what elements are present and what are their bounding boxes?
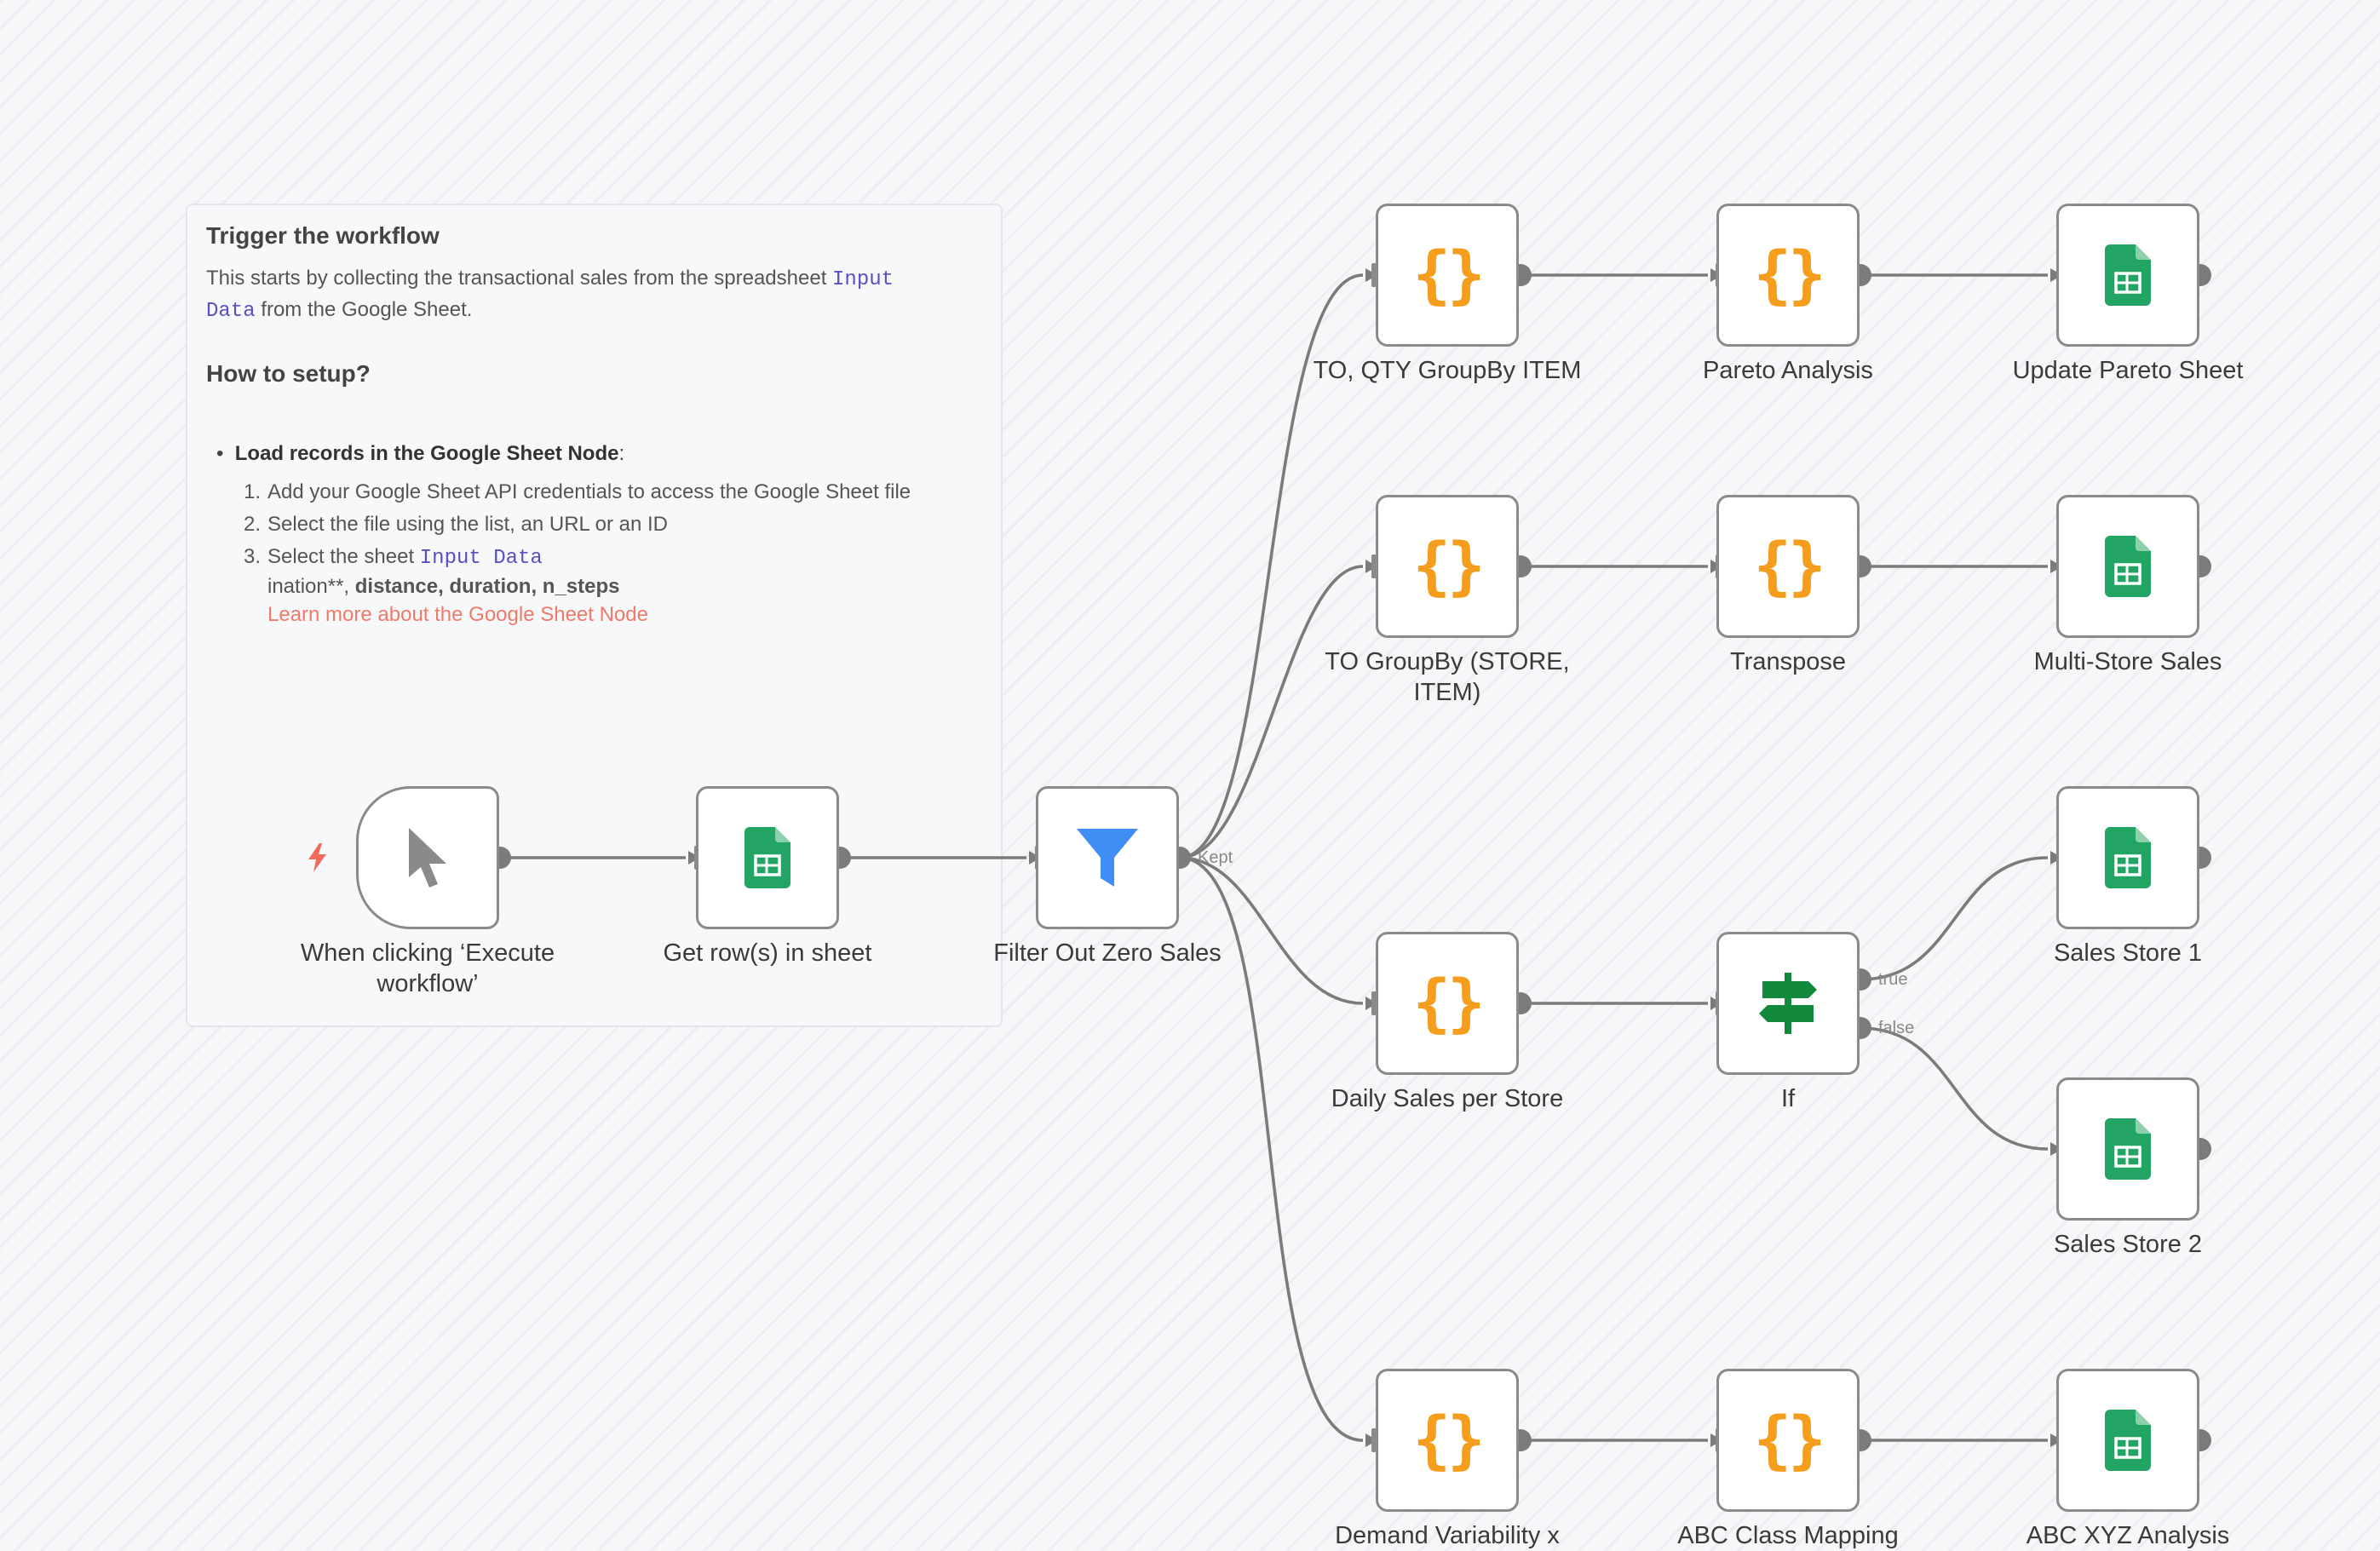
input-port — [1371, 1428, 1377, 1452]
desc-code-2: Data — [206, 300, 256, 323]
setup-heading: How to setup? — [206, 360, 371, 387]
input-port — [1371, 991, 1377, 1015]
node-label: Sales Store 2 — [2053, 1231, 2203, 1258]
curly-braces-icon: {} — [1412, 238, 1485, 312]
bullet-colon: : — [618, 442, 625, 465]
trigger-bolt-icon — [308, 843, 326, 872]
bullet-bold: Load records in the Google Sheet Node — [234, 442, 619, 465]
step-text: Select the file using the list, an URL o… — [267, 513, 669, 536]
google-sheets-icon — [2105, 827, 2151, 888]
node-transpose[interactable]: {} — [1716, 495, 1860, 638]
node-abc-class-mapping[interactable]: {} — [1716, 1369, 1860, 1512]
edge-if-true — [1860, 856, 2049, 981]
handle-label-false: false — [1878, 1019, 1915, 1037]
step-text: Select the sheet — [267, 545, 420, 568]
node-label: TO, QTY GroupBy ITEM — [1313, 357, 1582, 384]
node-label: TO GroupBy (STORE, ITEM) — [1325, 648, 1570, 706]
sticky-description: This starts by collecting the transactio… — [206, 263, 973, 326]
node-daily-sales[interactable]: {} — [1376, 932, 1519, 1075]
setup-step-3: 3.Select the sheet Input Data — [244, 541, 911, 575]
node-trigger[interactable] — [356, 786, 499, 929]
step-number: 1. — [244, 480, 262, 503]
desc-text-2: from the Google Sheet. — [255, 298, 473, 321]
desc-code: Input — [832, 268, 894, 291]
edge-if-false — [1860, 1026, 2049, 1151]
curly-braces-icon: {} — [1753, 238, 1825, 312]
node-label: When clicking ‘Execute workflow’ — [300, 939, 555, 997]
node-get-rows[interactable] — [696, 786, 839, 929]
edge-filter-daily — [1179, 856, 1364, 1005]
node-to-groupby-store-item[interactable]: {} — [1376, 495, 1519, 638]
node-update-pareto-sheet[interactable] — [2056, 204, 2199, 347]
node-sales-store-1[interactable] — [2056, 786, 2199, 929]
node-label: Daily Sales per Store — [1331, 1085, 1564, 1112]
google-sheets-icon — [2105, 1410, 2151, 1471]
google-sheets-icon — [2105, 244, 2151, 306]
step-number: 2. — [244, 513, 262, 536]
edge-filter-demand — [1179, 856, 1364, 1442]
google-sheets-icon — [2105, 536, 2151, 597]
node-label: Multi-Store Sales — [2033, 648, 2222, 675]
node-demand-variability[interactable]: {} — [1376, 1369, 1519, 1512]
node-label: Transpose — [1730, 648, 1846, 675]
node-label: If — [1780, 1085, 1796, 1112]
node-sales-store-2[interactable] — [2056, 1077, 2199, 1221]
node-filter[interactable] — [1036, 786, 1179, 929]
step-code: Input Data — [419, 547, 543, 570]
curly-braces-icon: {} — [1412, 1404, 1485, 1477]
node-label: ABC Class Mapping — [1677, 1522, 1899, 1549]
node-to-qty-groupby[interactable]: {} — [1376, 204, 1519, 347]
node-pareto-analysis[interactable]: {} — [1716, 204, 1860, 347]
curly-braces-icon: {} — [1753, 530, 1825, 603]
filter-icon — [1077, 829, 1138, 887]
handle-label-kept: Kept — [1198, 848, 1233, 867]
node-label: Pareto Analysis — [1703, 357, 1873, 384]
node-label: ABC XYZ Analysis — [2026, 1522, 2230, 1549]
cursor-icon — [409, 828, 446, 888]
setup-steps: 1.Add your Google Sheet API credentials … — [244, 476, 911, 575]
setup-step-2: 2.Select the file using the list, an URL… — [244, 508, 911, 541]
node-label: Update Pareto Sheet — [2012, 357, 2244, 384]
cont-bold: distance, duration, n_steps — [354, 575, 620, 598]
input-port — [1371, 263, 1377, 287]
step-text: Add your Google Sheet API credentials to… — [267, 480, 911, 503]
sticky-title: Trigger the workflow — [206, 222, 440, 249]
edge-filter-toqty — [1179, 273, 1364, 859]
setup-continuation: ination**, distance, duration, n_steps — [267, 575, 619, 599]
sticky-note[interactable]: Trigger the workflow This starts by coll… — [186, 204, 1003, 1027]
node-label: Demand Variability x — [1335, 1522, 1560, 1549]
desc-text: This starts by collecting the transactio… — [206, 267, 833, 290]
handle-label-true: true — [1878, 970, 1908, 989]
curly-braces-icon: {} — [1753, 1404, 1825, 1477]
signpost-icon — [1759, 973, 1817, 1034]
node-multi-store-sales[interactable] — [2056, 495, 2199, 638]
setup-bullet: • Load records in the Google Sheet Node: — [216, 442, 625, 465]
node-label: Sales Store 1 — [2053, 939, 2203, 967]
node-label: Get row(s) in sheet — [663, 939, 872, 967]
node-label: Filter Out Zero Sales — [993, 939, 1222, 967]
edge-filter-togroupby — [1179, 565, 1364, 859]
node-if[interactable] — [1716, 932, 1860, 1075]
node-abc-xyz-analysis[interactable] — [2056, 1369, 2199, 1512]
learn-more-link[interactable]: Learn more about the Google Sheet Node — [267, 603, 648, 626]
google-sheets-icon — [744, 827, 790, 888]
cont-text: ination**, — [267, 575, 355, 598]
step-number: 3. — [244, 545, 262, 568]
setup-step-1: 1.Add your Google Sheet API credentials … — [244, 476, 911, 508]
google-sheets-icon — [2105, 1118, 2151, 1180]
input-port — [1371, 554, 1377, 578]
curly-braces-icon: {} — [1412, 530, 1485, 603]
curly-braces-icon: {} — [1412, 967, 1485, 1040]
